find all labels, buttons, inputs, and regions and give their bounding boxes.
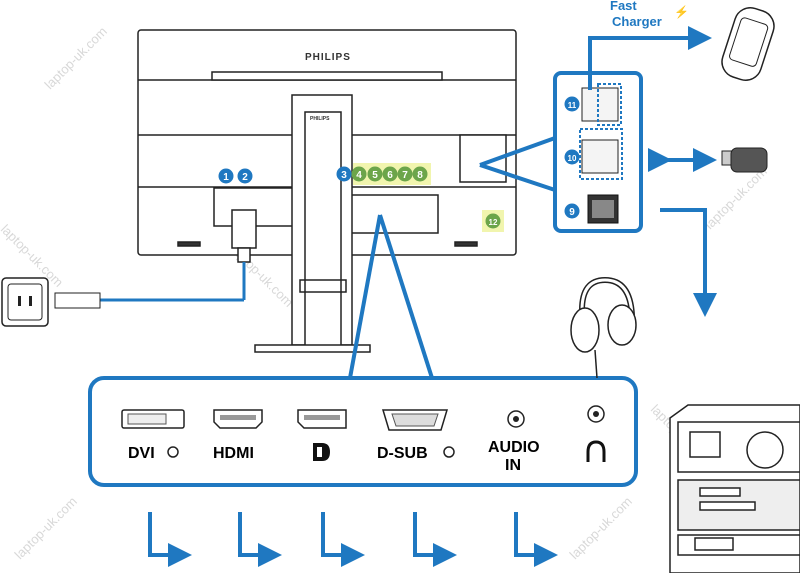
headphones-icon bbox=[570, 276, 637, 379]
watermark: laptop-uk.com bbox=[702, 164, 770, 232]
usb-flash-drive-icon bbox=[721, 147, 768, 173]
headphone-jack-icon bbox=[587, 405, 605, 423]
usb-upstream-port-icon bbox=[587, 194, 619, 224]
vga-port-icon bbox=[381, 409, 449, 431]
connector-lines bbox=[348, 136, 556, 379]
usb-port-icon bbox=[579, 128, 623, 180]
badge-number: 9 bbox=[569, 207, 575, 218]
power-plug-icon bbox=[100, 209, 257, 302]
badge-1 bbox=[218, 168, 234, 184]
badge-11 bbox=[564, 96, 580, 112]
badge-number: 4 bbox=[356, 170, 362, 181]
displayport-logo bbox=[313, 443, 330, 461]
badge-3 bbox=[336, 166, 352, 182]
badge-12 bbox=[485, 213, 501, 229]
badge-number: 8 bbox=[417, 170, 423, 181]
badge-number: 10 bbox=[568, 154, 577, 163]
stand-brand-logo: PHILIPS bbox=[310, 116, 330, 122]
badge-number: 5 bbox=[372, 170, 378, 181]
lightning-icon: ⚡ bbox=[674, 5, 689, 19]
smartphone-icon bbox=[721, 6, 775, 82]
upstream-arrow bbox=[660, 208, 717, 317]
fast-charger-arrow bbox=[588, 26, 712, 90]
badge-number: 1 bbox=[223, 172, 229, 183]
monitor-brand-logo: PHILIPS bbox=[305, 52, 351, 63]
connector-label-audio-in: IN bbox=[505, 457, 521, 474]
headphone-icon bbox=[586, 440, 606, 462]
connector-panel bbox=[88, 376, 638, 487]
badge-6 bbox=[382, 166, 398, 182]
monitor-back bbox=[137, 29, 517, 353]
badge-number: 11 bbox=[568, 101, 577, 110]
badge-7 bbox=[397, 166, 413, 182]
badge-2 bbox=[237, 168, 253, 184]
watermark: laptop-uk.com bbox=[42, 24, 110, 92]
badge-4 bbox=[351, 166, 367, 182]
connector-list: DVI HDMI D-SUB AUDIO IN bbox=[121, 405, 606, 474]
badge-10 bbox=[564, 149, 580, 165]
badge-8 bbox=[412, 166, 428, 182]
badge-5 bbox=[367, 166, 383, 182]
connector-label-dsub: D-SUB bbox=[377, 445, 428, 462]
badge-9 bbox=[564, 203, 580, 219]
audio-in-jack-icon bbox=[507, 410, 525, 428]
connector-label-audio: AUDIO bbox=[488, 439, 540, 456]
fast-charger-label-line2: Charger bbox=[612, 14, 662, 29]
badge-number: 3 bbox=[341, 170, 347, 181]
displayport-port-icon bbox=[297, 409, 347, 429]
watermark: laptop-uk.com bbox=[567, 494, 635, 562]
power-outlet-icon bbox=[1, 277, 101, 327]
bottom-arrows bbox=[148, 512, 558, 567]
connector-label-hdmi: HDMI bbox=[213, 445, 254, 462]
hdmi-port-icon bbox=[213, 409, 263, 429]
watermark: laptop-uk.com bbox=[12, 494, 80, 562]
connector-label-dvi: DVI bbox=[128, 445, 155, 462]
badge-number: 7 bbox=[402, 170, 408, 181]
dvi-port-icon bbox=[121, 409, 185, 429]
input-arrow-icon bbox=[443, 446, 455, 458]
input-arrow-icon bbox=[167, 446, 179, 458]
badge-number: 12 bbox=[489, 218, 498, 227]
usb-fast-charge-port-icon bbox=[581, 83, 622, 126]
pc-tower-icon bbox=[669, 404, 800, 573]
badge-number: 2 bbox=[242, 172, 248, 183]
fast-charger-label-line1: Fast bbox=[610, 0, 637, 13]
badge-number: 6 bbox=[387, 170, 393, 181]
